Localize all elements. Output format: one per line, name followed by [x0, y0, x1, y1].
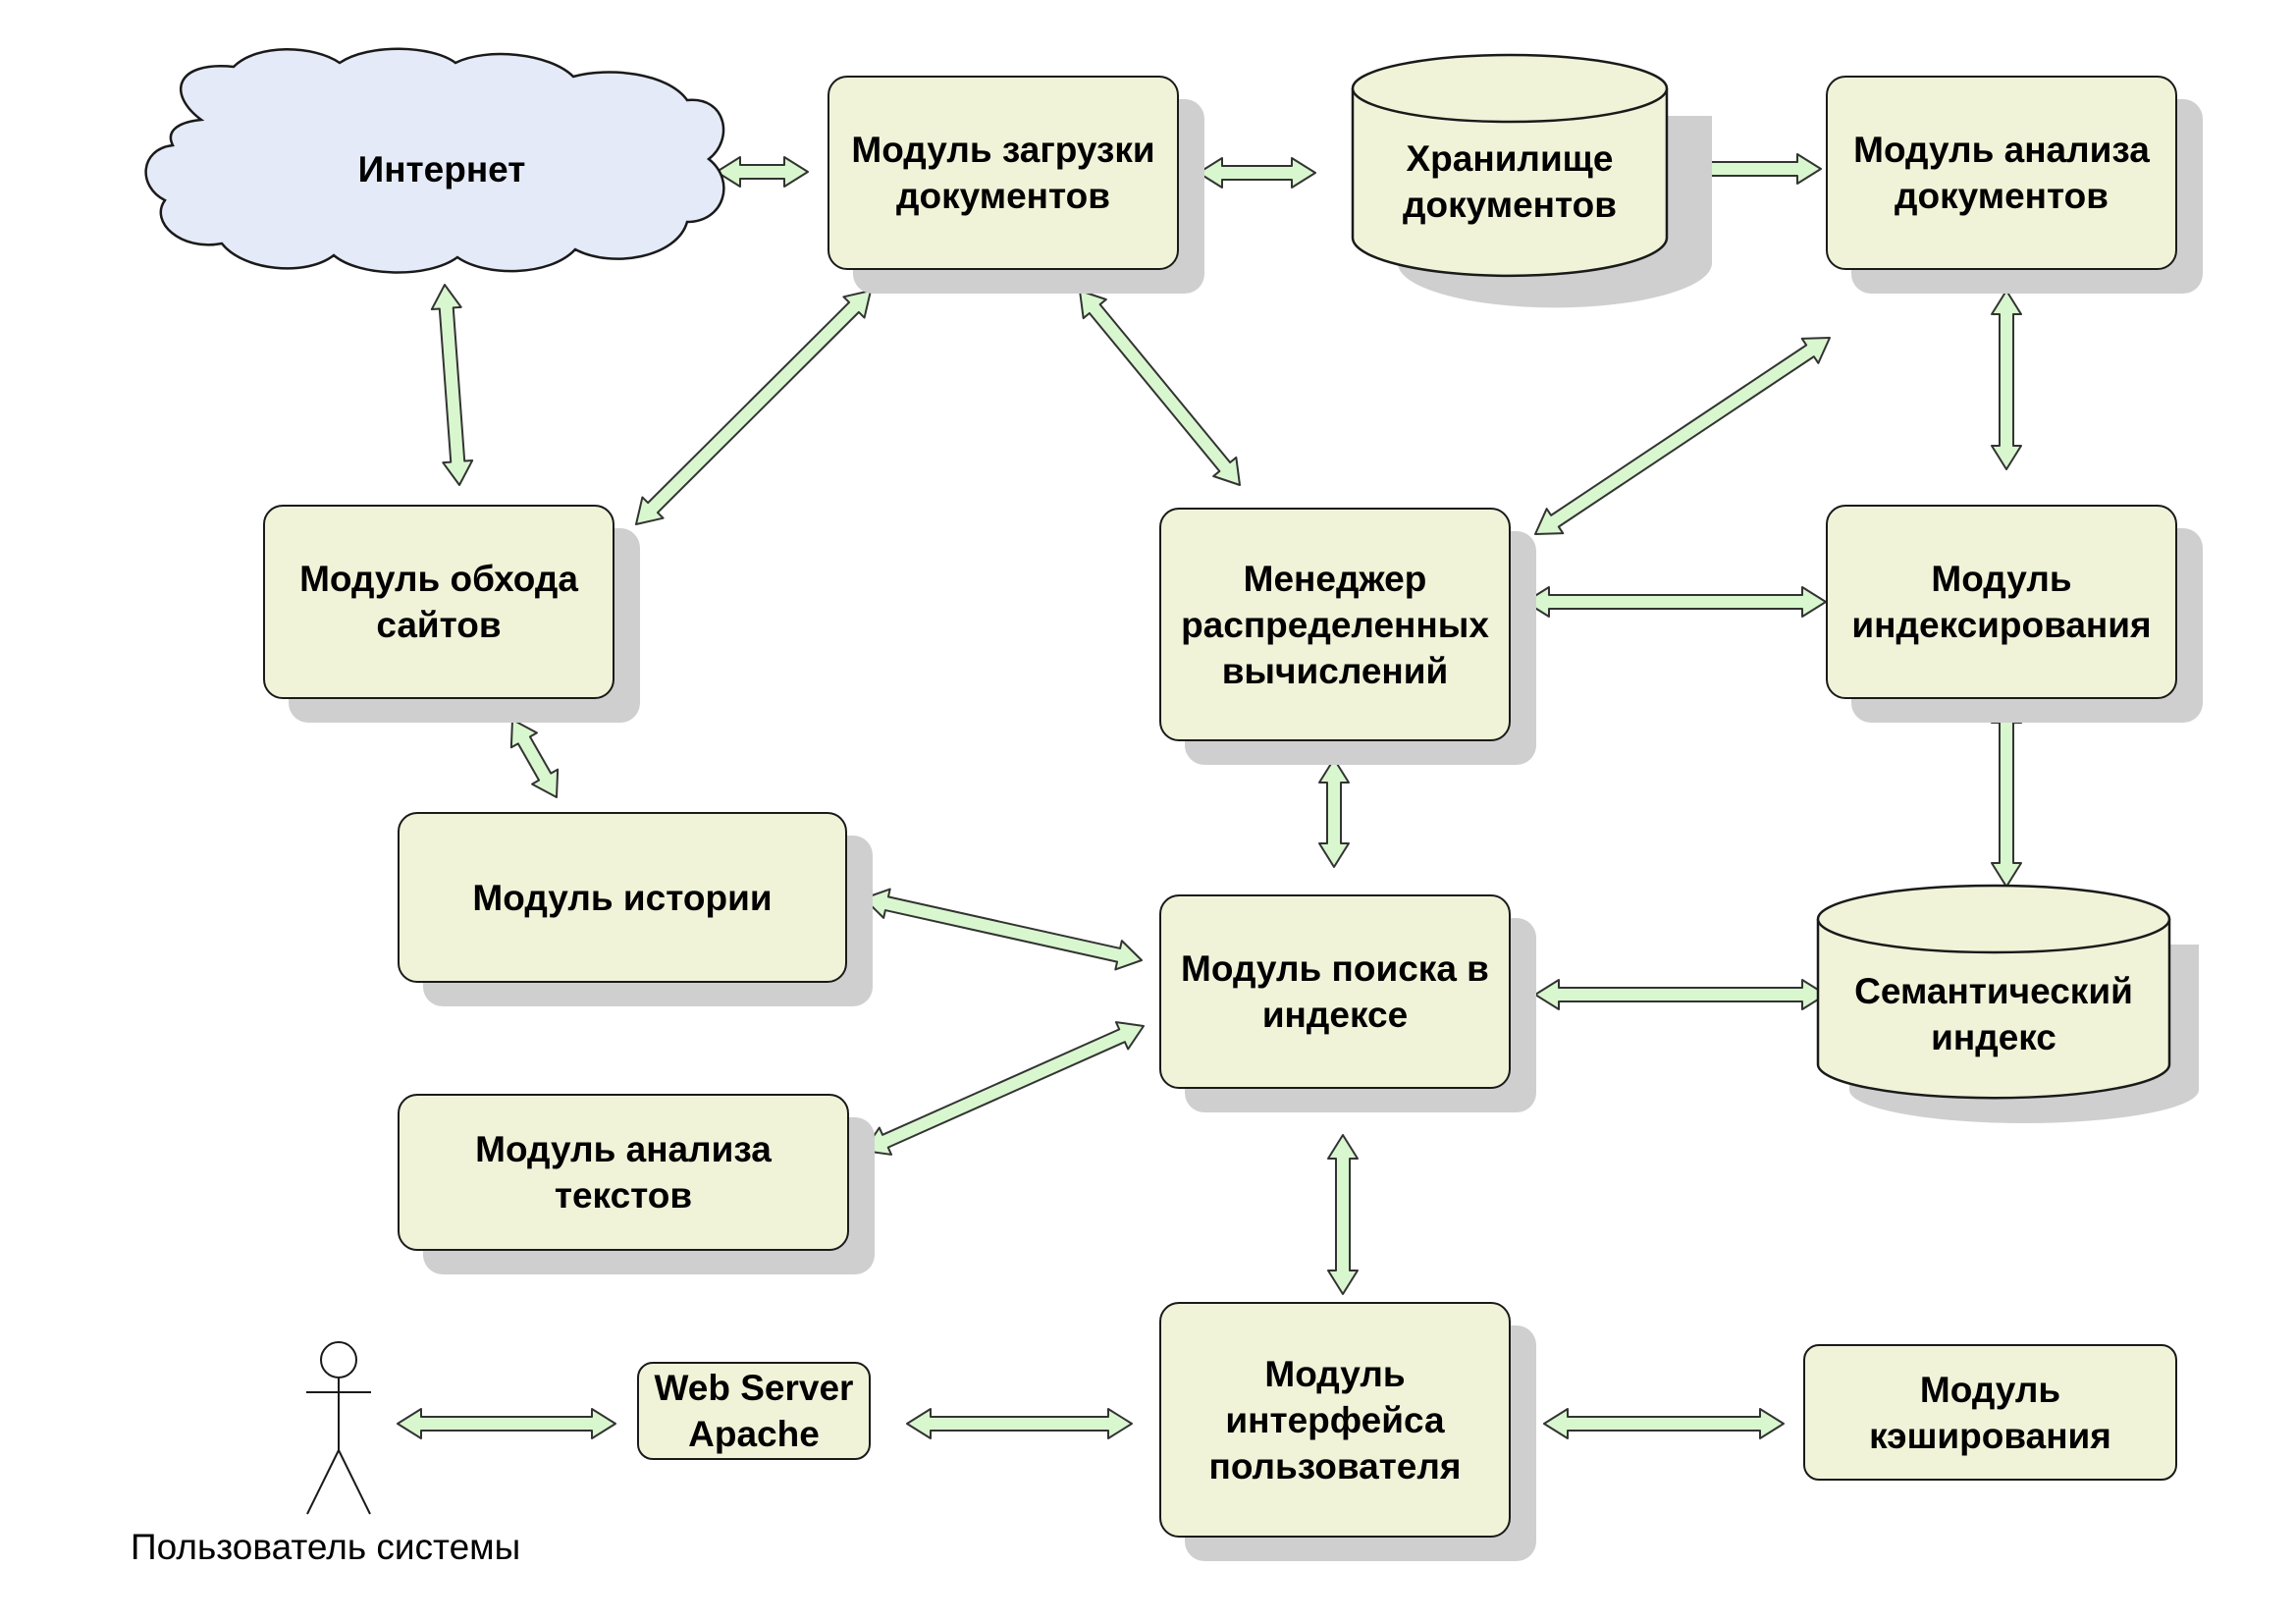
- arrow-manager-indexing: [1524, 586, 1827, 618]
- crawl-module-node: Модуль обхода сайтов: [263, 505, 614, 699]
- history-module-node: Модуль истории: [398, 812, 847, 983]
- distributed-manager-label: Менеджер распределенных вычислений: [1181, 558, 1489, 691]
- system-user-label: Пользователь системы: [131, 1527, 521, 1567]
- internet-node: Интернет: [167, 110, 717, 228]
- web-server-label: Web Server Apache: [654, 1368, 854, 1454]
- arrow-search-semantic: [1534, 979, 1827, 1010]
- arrow-download-manager: [1079, 290, 1241, 486]
- semantic-index-cylinder: [1816, 884, 2199, 1123]
- ui-module-node: Модуль интерфейса пользователя: [1159, 1302, 1511, 1538]
- arrow-ui-caching: [1543, 1408, 1785, 1439]
- internet-cloud-shape: [144, 47, 725, 274]
- ui-module-label: Модуль интерфейса пользователя: [1208, 1353, 1462, 1487]
- distributed-manager-node: Менеджер распределенных вычислений: [1159, 508, 1511, 741]
- arrow-crawl-history: [509, 719, 560, 798]
- index-search-module-node: Модуль поиска в индексе: [1159, 894, 1511, 1089]
- download-module-label: Модуль загрузки документов: [851, 130, 1155, 216]
- semantic-index-node: Семантический индекс: [1818, 956, 2169, 1072]
- arrow-internet-download: [716, 156, 809, 188]
- arrow-indexing-semantic: [1991, 698, 2022, 888]
- arrow-search-textanalysis: [863, 1021, 1145, 1156]
- caching-module-label: Модуль кэширования: [1869, 1369, 2111, 1456]
- document-storage-label: Хранилище документов: [1403, 138, 1617, 225]
- text-analysis-module-node: Модуль анализа текстов: [398, 1094, 849, 1251]
- index-search-module-label: Модуль поиска в индексе: [1181, 948, 1489, 1035]
- caching-module-node: Модуль кэширования: [1803, 1344, 2177, 1481]
- arrow-manager-search: [1318, 758, 1350, 868]
- arrow-download-storage: [1198, 157, 1316, 189]
- doc-analysis-module-node: Модуль анализа документов: [1826, 76, 2177, 270]
- indexing-module-node: Модуль индексирования: [1826, 505, 2177, 699]
- arrow-internet-crawl: [430, 284, 474, 487]
- doc-analysis-module-label: Модуль анализа документов: [1853, 130, 2150, 216]
- arrow-search-ui: [1327, 1134, 1359, 1295]
- document-storage-cylinder: [1351, 53, 1712, 308]
- download-module-node: Модуль загрузки документов: [828, 76, 1179, 270]
- history-module-label: Модуль истории: [472, 877, 773, 918]
- web-server-node: Web Server Apache: [637, 1362, 871, 1460]
- document-storage-node: Хранилище документов: [1355, 124, 1665, 240]
- crawl-module-label: Модуль обхода сайтов: [299, 559, 578, 645]
- arrow-docanalysis-manager: [1534, 337, 1831, 535]
- semantic-index-label: Семантический индекс: [1854, 971, 2133, 1057]
- indexing-module-label: Модуль индексирования: [1851, 559, 2152, 645]
- arrow-actor-webserver: [397, 1408, 616, 1439]
- arrow-docanalysis-indexing: [1991, 290, 2022, 470]
- arrow-webserver-ui: [906, 1408, 1133, 1439]
- arrow-history-search: [863, 888, 1144, 971]
- text-analysis-module-label: Модуль анализа текстов: [475, 1129, 772, 1216]
- system-user-actor-icon: [306, 1341, 371, 1515]
- internet-label: Интернет: [357, 148, 526, 189]
- arrow-download-crawl: [634, 290, 872, 526]
